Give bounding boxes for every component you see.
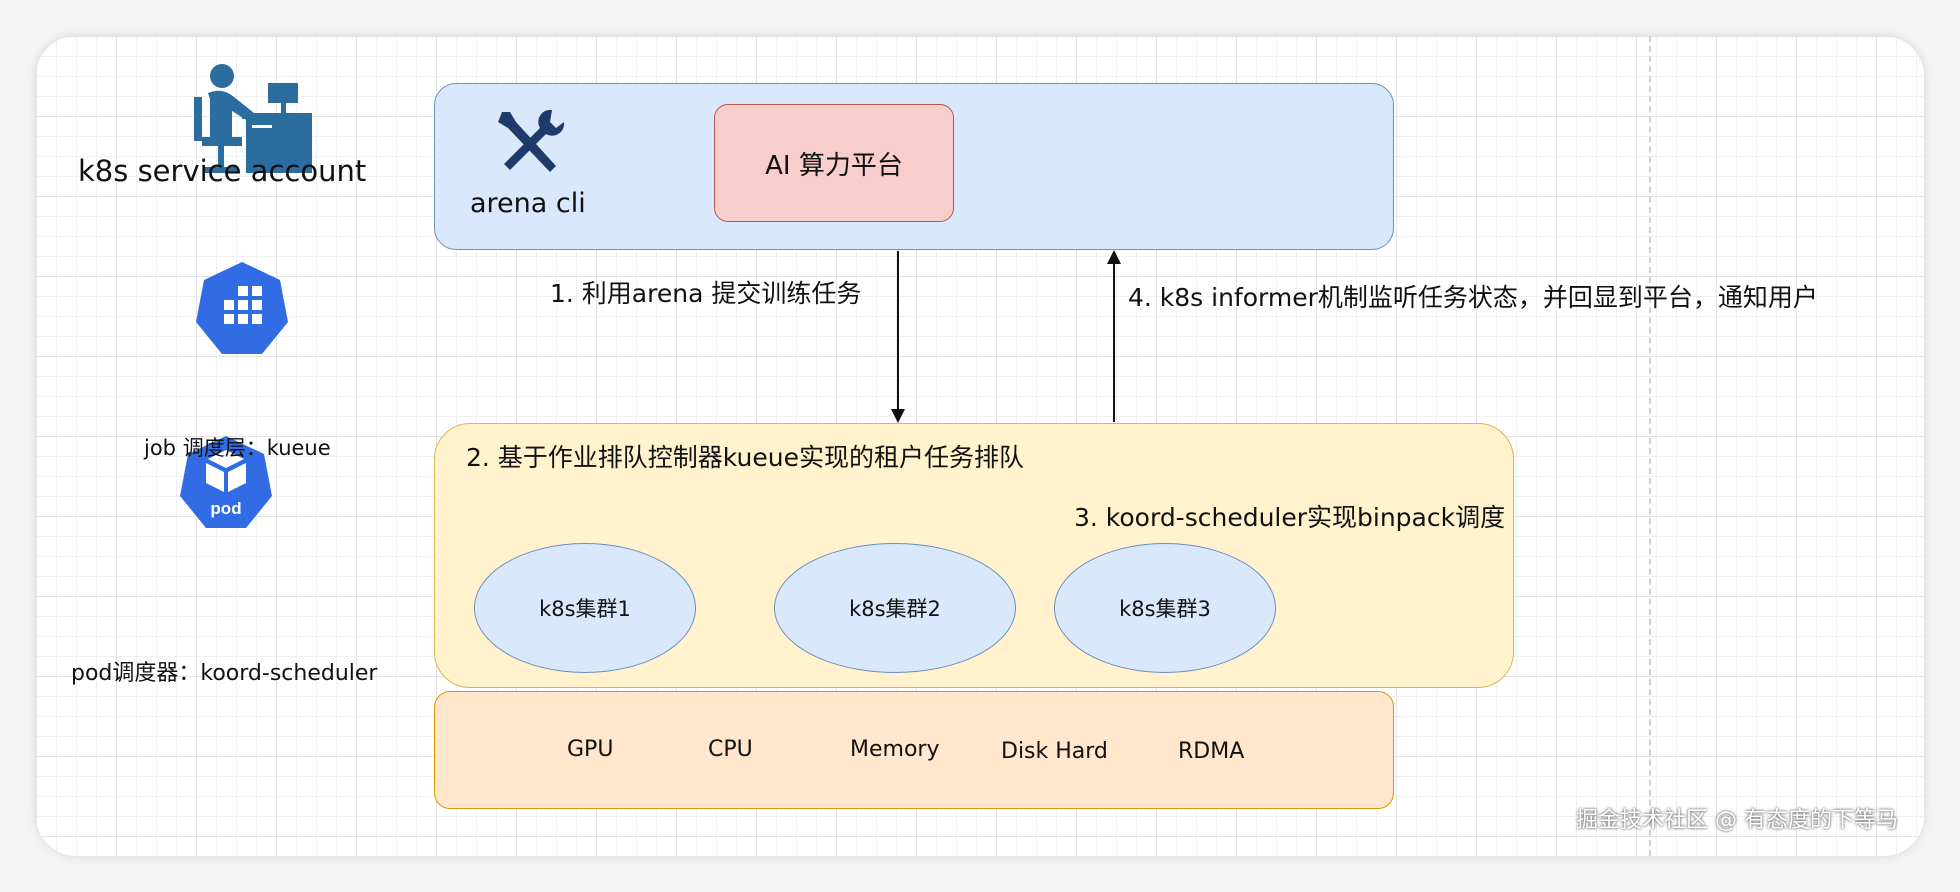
- step-4-label: 4. k8s informer机制监听任务状态，并回显到平台，通知用户: [1128, 283, 1818, 312]
- resource-rdma: RDMA: [1178, 739, 1245, 764]
- resource-memory: Memory: [850, 737, 940, 762]
- job-layer-label-visible: job 调度层：kueue: [144, 436, 331, 460]
- resources-box: [434, 691, 1394, 809]
- k8s-cluster-3[interactable]: k8s集群3: [1054, 543, 1276, 673]
- pod-icon: pod: [180, 436, 272, 528]
- resource-cpu: CPU: [708, 737, 753, 762]
- service-account-label: k8s service account: [78, 154, 367, 188]
- arrows-layer: [891, 250, 1121, 423]
- informer-arrowhead: [1107, 250, 1121, 264]
- step-1-label: 1. 利用arena 提交训练任务: [550, 279, 862, 308]
- resource-gpu: GPU: [567, 737, 614, 762]
- dashed-guide-line: [1649, 36, 1651, 856]
- pod-scheduler-label: pod调度器：koord-scheduler: [71, 661, 378, 686]
- step-2-label: 2. 基于作业排队控制器kueue实现的租户任务排队: [466, 443, 1024, 472]
- k8s-cluster-3-label: k8s集群3: [1119, 597, 1211, 621]
- diagram-canvas: k8s service account job 调度层：kueue pod ar…: [36, 36, 1924, 856]
- ai-platform-box[interactable]: AI 算力平台: [714, 104, 954, 222]
- watermark: 掘金技术社区 @ 有态度的下等马: [1576, 808, 1898, 833]
- user-at-computer-icon: [194, 64, 312, 173]
- resource-disk-hard: Disk Hard: [1001, 739, 1108, 764]
- ai-platform-label: AI 算力平台: [765, 150, 903, 181]
- k8s-cluster-2-label: k8s集群2: [849, 597, 941, 621]
- tools-icon: [498, 109, 565, 172]
- step-3-label: 3. koord-scheduler实现binpack调度: [1074, 503, 1506, 532]
- pod-icon-text: pod: [210, 499, 241, 518]
- kueue-job-icon: [196, 262, 288, 354]
- k8s-cluster-1[interactable]: k8s集群1: [474, 543, 696, 673]
- k8s-cluster-1-label: k8s集群1: [539, 597, 631, 621]
- k8s-cluster-2[interactable]: k8s集群2: [774, 543, 1016, 673]
- arena-cli-label: arena cli: [470, 188, 586, 219]
- submit-arrowhead: [891, 409, 905, 423]
